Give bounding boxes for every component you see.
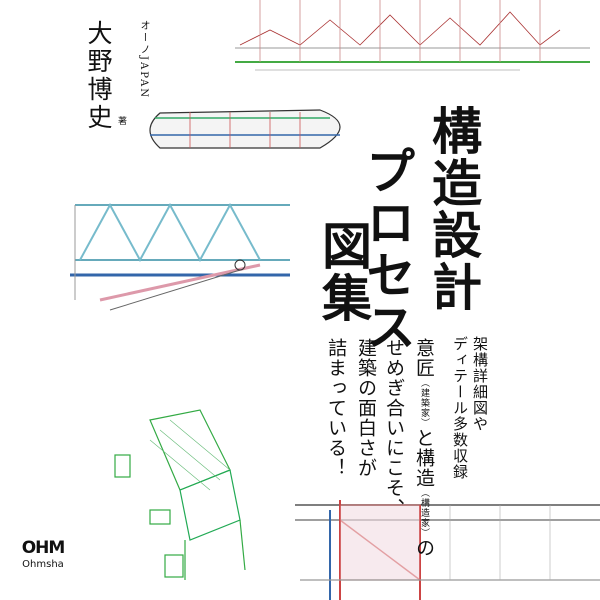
tagline-word-structure: と構造 — [413, 428, 435, 488]
author-role: 著 — [116, 116, 126, 125]
tagline-line-5: 建築の面白さが — [355, 338, 377, 478]
tagline-line-4: せめぎ合いにこそ、 — [383, 338, 405, 518]
chair-sketch — [114, 409, 246, 580]
roof-elevation-sketch — [235, 0, 590, 71]
title-line-3: 図集 — [314, 220, 372, 324]
tagline-note-architect: （建築家） — [419, 378, 429, 428]
author-name: 大野博史 — [84, 20, 113, 132]
truss-section-sketch — [70, 202, 290, 311]
author-affiliation: オーノJAPAN — [138, 20, 149, 100]
tagline-line-1: 架構詳細図や — [471, 336, 489, 432]
title-line-1: 構造設計 — [424, 105, 482, 313]
publisher-logo: OHM Ohmsha — [18, 538, 68, 571]
tagline-note-engineer: （構造家） — [419, 488, 429, 538]
tagline-line-2: ディテール多数収録 — [451, 336, 469, 480]
tagline-line-6: 詰まっている！ — [325, 338, 347, 478]
tagline-line-3: 意匠（建築家）と構造（構造家）の — [413, 338, 435, 558]
publisher-name: Ohmsha — [22, 559, 64, 570]
steel-detail-sketch — [295, 500, 600, 600]
publisher-logo-mark: OHM — [21, 538, 66, 558]
tagline-word-no: の — [413, 538, 435, 558]
title-line-2: プロセス — [358, 145, 416, 353]
floor-plan-sketch — [149, 109, 341, 149]
tagline-word-design: 意匠 — [413, 338, 435, 378]
